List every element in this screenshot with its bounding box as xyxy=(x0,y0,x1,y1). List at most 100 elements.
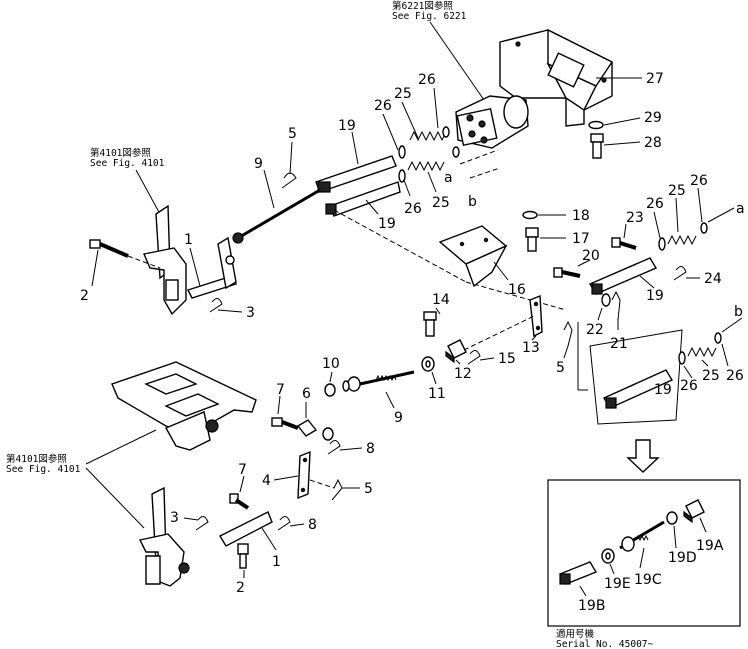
center-line xyxy=(309,479,335,489)
leader-line xyxy=(433,87,439,129)
leader-line xyxy=(639,275,655,289)
inset-nut-19D xyxy=(666,511,678,525)
bolt-23 xyxy=(611,237,637,250)
callout-25: 25 xyxy=(432,195,450,211)
center-line xyxy=(333,209,467,283)
callout-29: 29 xyxy=(644,110,662,126)
callout-14: 14 xyxy=(432,292,450,308)
note-fig4101-en: See Fig. 4101 xyxy=(90,158,165,169)
cotter-pin-5 xyxy=(331,478,343,501)
leader-line xyxy=(493,261,509,281)
callout-20: 20 xyxy=(582,248,600,264)
leader-line xyxy=(289,523,305,527)
callout-3: 3 xyxy=(170,510,179,526)
arrow-b-upper xyxy=(469,167,501,179)
washer-26 xyxy=(452,146,460,158)
callout-5: 5 xyxy=(288,126,297,142)
cotter-pin-24 xyxy=(673,266,687,281)
nut-10 xyxy=(324,383,336,397)
leader-line xyxy=(563,345,569,359)
callout-25: 25 xyxy=(394,86,412,102)
center-line xyxy=(127,255,161,269)
leader-line xyxy=(653,211,661,239)
callout-26: 26 xyxy=(726,368,744,384)
washer-26 xyxy=(678,351,686,365)
leader-line xyxy=(531,335,537,341)
leader-line xyxy=(673,525,677,549)
leader-line xyxy=(183,517,199,521)
link-4 xyxy=(297,450,311,500)
leader-line xyxy=(339,447,363,451)
callout-7: 7 xyxy=(276,382,285,398)
washer-26 xyxy=(658,237,666,251)
note-fig4101-en: See Fig. 4101 xyxy=(6,464,81,475)
callout-19C: 19C xyxy=(634,572,662,588)
bolt-14 xyxy=(423,311,437,337)
note-fig4101-jp: 第4101図参照 xyxy=(6,453,67,465)
callout-4: 4 xyxy=(262,473,271,489)
block-12 xyxy=(445,339,467,364)
leader-line xyxy=(721,343,729,367)
callout-26: 26 xyxy=(680,378,698,394)
leader-line xyxy=(217,309,243,313)
bolt-20 xyxy=(553,267,581,278)
washer-26 xyxy=(398,169,406,183)
callout-2: 2 xyxy=(236,580,245,596)
callout-19A: 19A xyxy=(696,538,724,554)
callout-19E: 19E xyxy=(604,576,631,592)
callout-a: a xyxy=(444,170,453,186)
callout-a: a xyxy=(736,201,745,217)
callout-16: 16 xyxy=(508,282,526,298)
leader-line xyxy=(385,391,395,409)
cotter-pin-8 xyxy=(277,516,291,531)
callout-27: 27 xyxy=(646,71,664,87)
leader-line xyxy=(85,429,157,465)
washer-26 xyxy=(700,222,708,234)
inset-block-19A xyxy=(683,499,705,524)
callout-19: 19 xyxy=(654,382,672,398)
cotter-pin-3 xyxy=(195,516,209,531)
leader-line xyxy=(699,517,707,533)
callout-19B: 19B xyxy=(578,598,605,614)
control-valve xyxy=(455,95,529,149)
leader-line xyxy=(427,171,437,193)
down-arrow xyxy=(626,439,660,473)
leader-line xyxy=(639,547,645,569)
lever-19-box xyxy=(589,329,683,425)
bracket-16 xyxy=(438,225,508,288)
arrow-b-right xyxy=(721,317,743,333)
bolt-2-lower xyxy=(237,543,249,569)
callout-6: 6 xyxy=(302,386,311,402)
leader-line xyxy=(382,113,399,151)
arrow-a-right xyxy=(707,207,735,223)
callout-5: 5 xyxy=(556,360,565,376)
block-6 xyxy=(296,419,318,437)
cotter-pin-3 xyxy=(209,298,223,313)
leader-line xyxy=(701,359,709,367)
callout-1: 1 xyxy=(272,554,281,570)
callout-26: 26 xyxy=(374,98,392,114)
washer-26 xyxy=(714,332,722,344)
link-13 xyxy=(529,294,543,338)
cotter-pin-5 xyxy=(563,320,573,347)
note-fig6221-en: See Fig. 6221 xyxy=(392,11,467,22)
leader-line xyxy=(365,199,379,215)
callout-1: 1 xyxy=(184,232,193,248)
inset-rod-19C xyxy=(619,520,665,552)
callout-10: 10 xyxy=(322,356,340,372)
leader-line xyxy=(609,563,615,575)
leader-line xyxy=(135,169,161,215)
leader-line xyxy=(85,467,145,529)
callout-12: 12 xyxy=(454,366,472,382)
leader-line xyxy=(597,307,603,321)
leader-line xyxy=(403,179,411,197)
center-line xyxy=(465,281,567,311)
callout-26: 26 xyxy=(418,72,436,88)
inset-lever-19B xyxy=(558,561,598,585)
leader-line xyxy=(277,395,281,415)
callout-2: 2 xyxy=(80,288,89,304)
spring-25-upper xyxy=(407,130,447,172)
spring-25-right-a xyxy=(667,234,697,246)
callout-7: 7 xyxy=(238,462,247,478)
